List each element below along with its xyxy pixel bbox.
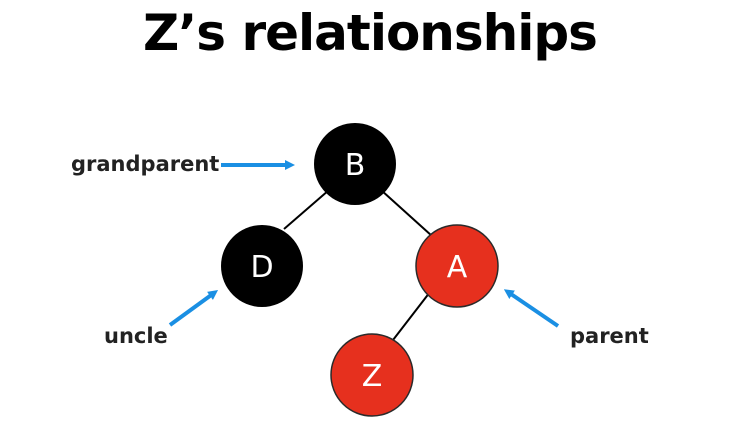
grandparent-label: grandparent — [71, 152, 219, 176]
uncle-arrow-icon — [168, 290, 219, 327]
edge-b-d — [283, 189, 330, 230]
node-a-label: A — [447, 250, 468, 285]
node-b-circle — [314, 123, 396, 205]
node-z: Z — [330, 333, 414, 417]
node-d: D — [221, 225, 303, 307]
page-title: Z’s relationships — [143, 4, 598, 62]
node-b-label: B — [345, 148, 366, 183]
edge-b-a — [380, 189, 433, 237]
uncle-label: uncle — [104, 324, 168, 348]
node-b: B — [314, 123, 396, 205]
node-a: A — [415, 224, 499, 308]
node-z-label: Z — [362, 359, 383, 394]
node-d-label: D — [250, 250, 273, 285]
node-a-circle — [415, 224, 499, 308]
parent-label: parent — [570, 324, 649, 348]
edge-a-z — [392, 291, 431, 341]
parent-arrow-icon — [503, 289, 560, 328]
node-d-circle — [221, 225, 303, 307]
node-z-circle — [330, 333, 414, 417]
